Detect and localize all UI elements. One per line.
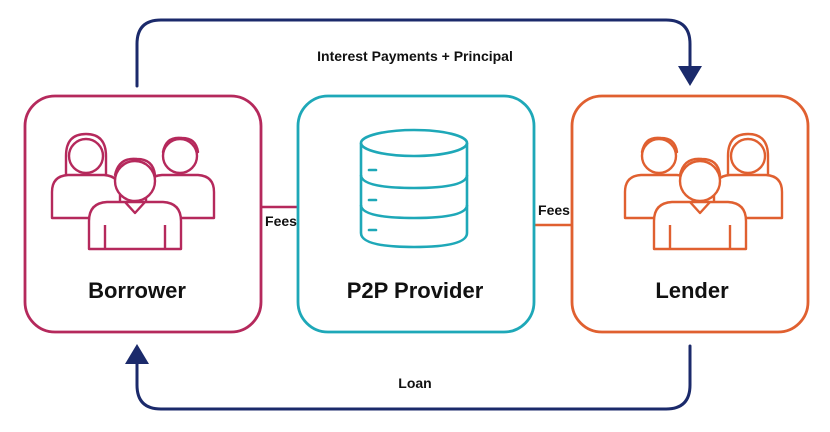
loan-label: Loan bbox=[398, 375, 432, 391]
interest-payments-connector bbox=[135, 18, 702, 88]
people-group-icon bbox=[623, 132, 784, 251]
interest-payments-label: Interest Payments + Principal bbox=[317, 48, 513, 64]
borrower-title: Borrower bbox=[88, 278, 186, 303]
people-group-icon bbox=[50, 132, 216, 251]
provider-title: P2P Provider bbox=[346, 278, 484, 303]
arrowhead-up-icon bbox=[125, 344, 149, 364]
lender-title: Lender bbox=[655, 278, 729, 303]
loan-connector bbox=[125, 344, 692, 411]
provider-box bbox=[296, 94, 536, 334]
fees-label-borrower: Fees bbox=[265, 213, 297, 229]
arrowhead-down-icon bbox=[678, 66, 702, 86]
database-icon bbox=[359, 128, 469, 249]
fees-label-lender: Fees bbox=[538, 202, 570, 218]
